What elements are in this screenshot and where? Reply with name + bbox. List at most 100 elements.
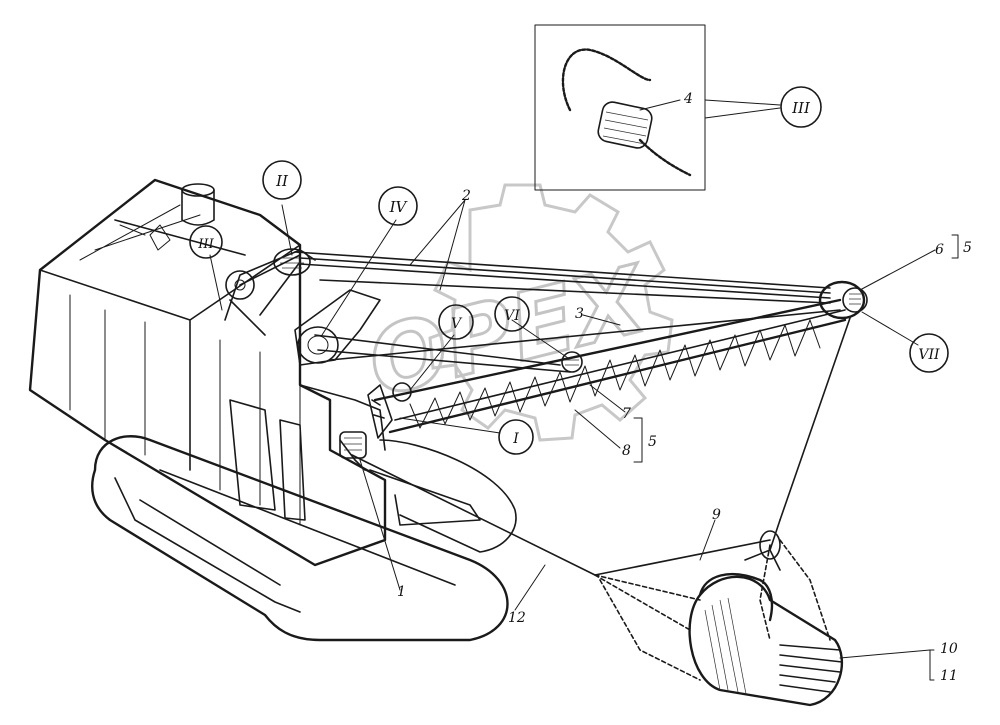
marker-I: I [512, 431, 519, 447]
callout-5-boom: 5 [648, 434, 657, 450]
bucket-teeth [779, 644, 843, 693]
boom-lacing [409, 319, 821, 429]
rope-clip-hatch [602, 111, 649, 145]
callout-12: 12 [508, 610, 526, 626]
bucket-shell [688, 575, 844, 707]
leader-VII [861, 311, 919, 346]
drag-chains [594, 539, 831, 681]
bracket-5-boom [633, 417, 643, 463]
boom-mid-sheave [561, 351, 583, 373]
leader-lines [209, 199, 959, 681]
watermark-gear [428, 183, 674, 442]
callout-5-top: 5 [963, 240, 972, 256]
callout-10: 10 [940, 641, 958, 657]
leader-2 [409, 199, 466, 291]
a-frame-top-sheave [273, 248, 311, 276]
leader-III-machine [209, 254, 223, 311]
detail-markers: II III IV V VI I VII III [189, 86, 949, 455]
base-frame [369, 469, 481, 526]
marker-VII-circle [909, 333, 949, 373]
marker-III-top-circle [780, 86, 822, 128]
hoist-chain [744, 519, 781, 571]
crawler-track-inner [114, 469, 456, 613]
leader-I [399, 417, 501, 434]
bracket-5-top [951, 234, 959, 259]
boom-point-hatch [849, 293, 861, 305]
excavator-body [28, 178, 517, 642]
boom-point-sheave-2 [842, 287, 868, 313]
leader-VI [511, 319, 569, 359]
leader-V [409, 334, 455, 391]
marker-IV-circle [378, 186, 418, 226]
dump-rope [594, 539, 771, 576]
inset-leader-4 [639, 99, 681, 111]
hoist-drum-sheave-hub [234, 279, 246, 291]
house-panels [69, 204, 301, 526]
boom-lower-chord [388, 318, 847, 434]
marker-IV: IV [389, 198, 409, 216]
exhaust-stack [181, 189, 215, 226]
mast-sheave [297, 326, 339, 364]
boom-foot-sheave [392, 382, 412, 402]
bucket-hatch [704, 597, 747, 695]
drag-fairlead [339, 431, 367, 459]
leader-6 [859, 249, 936, 291]
leader-8 [574, 409, 621, 449]
marker-VII: VII [918, 347, 940, 363]
leader-II [281, 204, 293, 256]
bucket-rigging [351, 317, 851, 707]
marker-VI-circle [494, 296, 530, 332]
marker-I-circle [498, 419, 534, 455]
drag-rope [351, 454, 596, 576]
spreader-bar [759, 530, 781, 560]
leader-IV [321, 219, 397, 336]
hoist-drum-sheave [225, 270, 255, 300]
marker-V: V [451, 316, 463, 332]
numeric-callouts: 1 2 3 4 5 5 6 7 8 9 10 11 12 [397, 91, 972, 684]
inset-rope [561, 48, 692, 177]
marker-VI: VI [504, 308, 520, 324]
callout-9: 9 [712, 507, 721, 523]
callout-7: 7 [622, 406, 631, 422]
callout-1: 1 [397, 584, 406, 600]
crawler-track-rear [379, 439, 517, 553]
house-roof [39, 219, 301, 471]
bucket-arch [698, 572, 774, 622]
rope-clip [597, 101, 653, 149]
marker-III-machine-circle [189, 225, 223, 259]
cab-window [229, 399, 306, 521]
leader-7 [589, 384, 626, 413]
boom-side-chord [394, 309, 846, 421]
callout-4: 4 [683, 91, 693, 107]
leader-3 [582, 314, 621, 326]
boom-mid-sheave-hatch [565, 359, 579, 366]
inset-frame [534, 24, 706, 191]
bracket-10-11 [929, 649, 935, 681]
marker-II: II [275, 172, 289, 190]
a-frame [224, 248, 381, 366]
pendant-ropes [239, 251, 841, 373]
crawler-track [91, 435, 509, 642]
callout-11: 11 [940, 668, 958, 684]
leader-12 [514, 564, 546, 611]
detail-inset [534, 24, 781, 191]
marker-V-circle [438, 304, 474, 340]
boom-upper-chord [373, 298, 842, 402]
leader-9 [699, 519, 716, 561]
boom [239, 251, 868, 439]
boom-foot-pin [367, 384, 393, 439]
boom-point-sheave [818, 280, 866, 320]
marker-II-circle [262, 160, 302, 200]
mast-frame [294, 289, 381, 366]
leader-10-11 [839, 649, 931, 659]
leader-1 [359, 459, 401, 591]
callout-6: 6 [935, 242, 944, 258]
fairlead-hatch [344, 437, 362, 451]
callout-3: 3 [575, 306, 584, 322]
house-vent [119, 224, 171, 251]
marker-III-machine: III [197, 237, 214, 252]
inset-leader-III [704, 99, 781, 119]
hoist-rope [779, 317, 851, 521]
marker-III-top: III [791, 99, 811, 117]
